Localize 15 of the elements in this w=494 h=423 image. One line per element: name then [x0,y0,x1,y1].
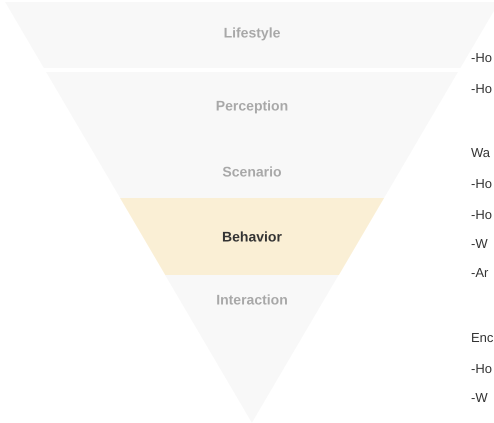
band-label: Behavior [222,228,282,246]
band-label: Interaction [216,290,288,310]
side-text: -Ho [471,361,492,377]
side-text: -W [471,390,488,406]
side-text: Enc [471,330,494,346]
side-text: -Ar [471,265,488,281]
side-text: -Ho [471,50,492,66]
side-text: -Ho [471,176,492,192]
side-text: Wa [471,145,490,161]
side-text: -W [471,236,488,252]
band-label: Lifestyle [224,24,280,42]
band-label: Perception [216,96,288,116]
band-label: Scenario [222,162,282,182]
side-text: -Ho [471,81,492,97]
side-text: -Ho [471,207,492,223]
